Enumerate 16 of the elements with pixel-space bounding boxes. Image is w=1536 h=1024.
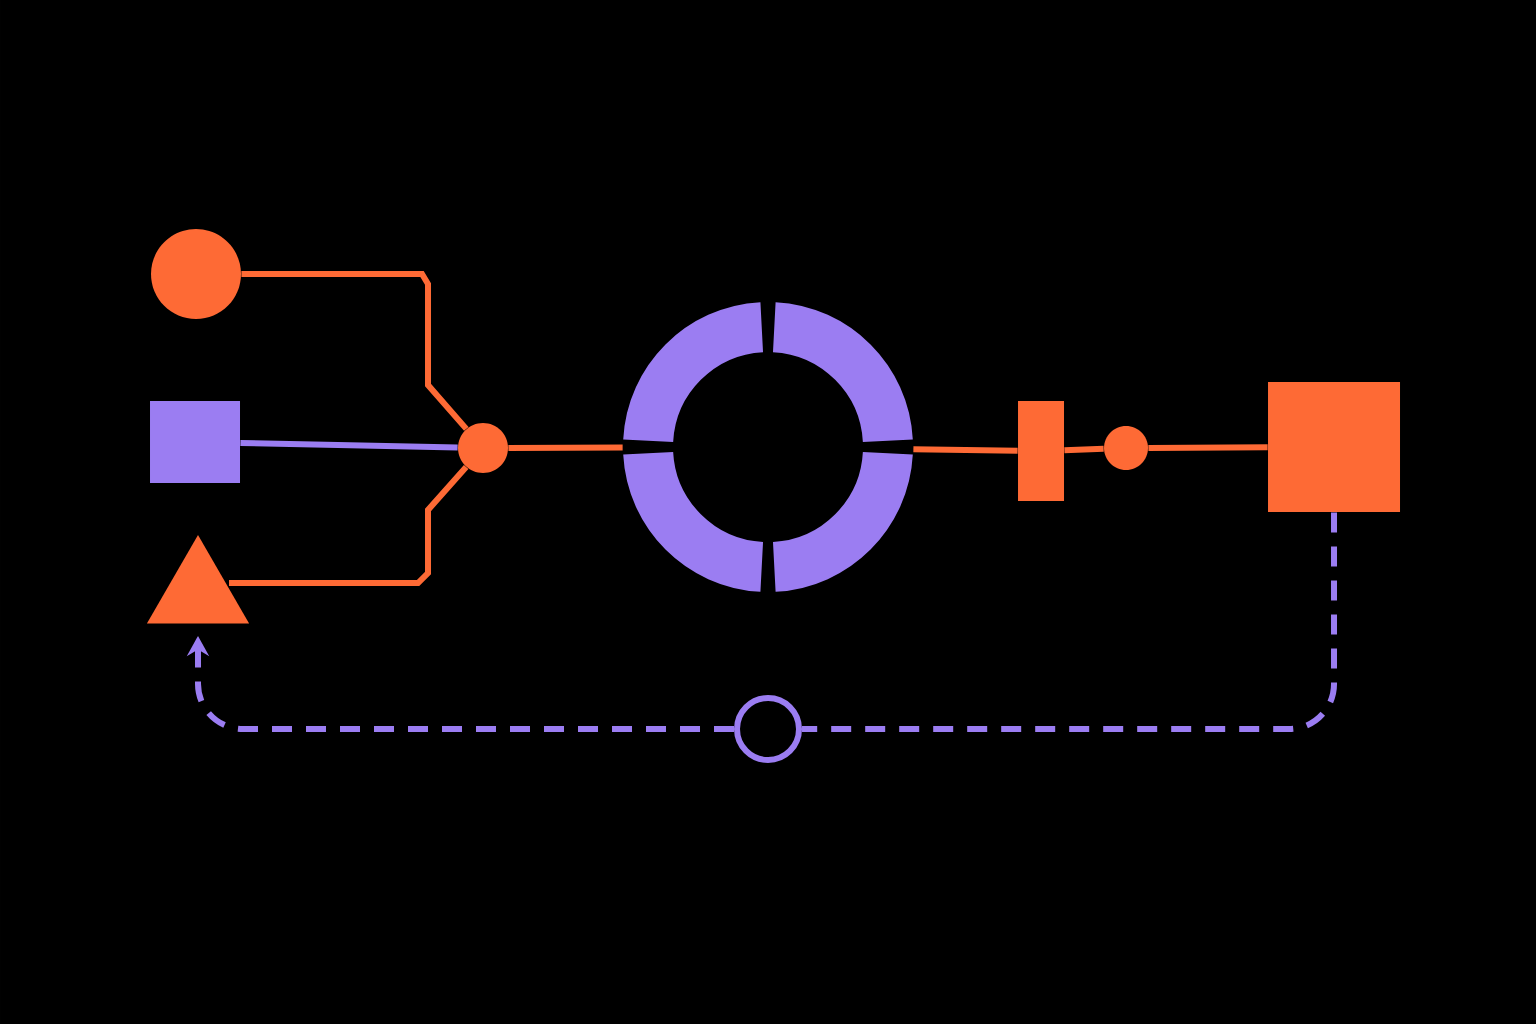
- circle: [1104, 426, 1148, 470]
- circle: [458, 423, 508, 473]
- connector-line: [229, 465, 469, 586]
- connector-line: [802, 512, 1337, 732]
- triangle: [146, 535, 250, 624]
- connector-line: [1064, 445, 1104, 454]
- connector-line: [240, 439, 458, 451]
- circle: [151, 229, 241, 319]
- connector-line: [1148, 444, 1268, 451]
- connector-line: [241, 271, 469, 431]
- bar: [1018, 401, 1064, 501]
- connector-line: [508, 444, 623, 451]
- square: [1268, 382, 1400, 512]
- segmented-ring: [623, 302, 913, 592]
- square: [150, 401, 240, 483]
- connector-line: [913, 446, 1018, 454]
